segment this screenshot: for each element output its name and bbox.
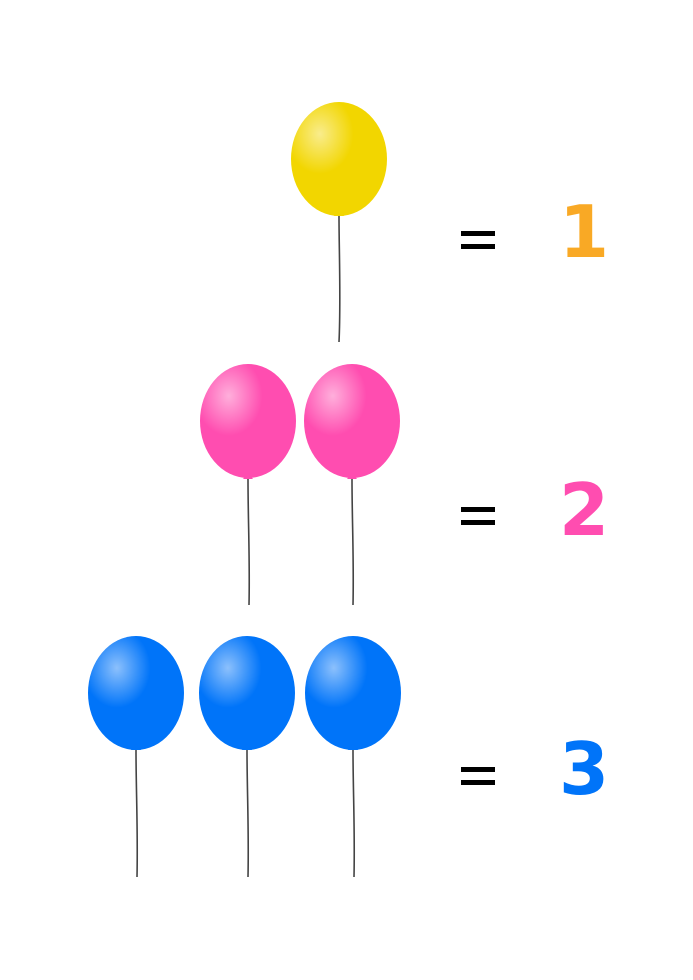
number-row-2: 2	[558, 468, 610, 552]
balloon-string	[246, 749, 250, 878]
row-2-balloon-2	[304, 364, 400, 606]
row-2-balloon-1	[200, 364, 296, 606]
balloon-string	[351, 478, 355, 606]
balloon-string	[135, 749, 139, 878]
row-3-balloon-1	[88, 636, 184, 878]
row-1-balloon-1	[291, 102, 387, 343]
balloon-string	[247, 478, 251, 606]
row-3-balloon-3	[305, 636, 401, 878]
row-3-balloon-2	[199, 636, 295, 878]
equals-sign-row-3	[461, 758, 505, 798]
number-row-1: 1	[558, 190, 610, 274]
equals-sign-row-2	[461, 498, 505, 538]
equals-sign-row-1	[461, 222, 505, 262]
number-row-3: 3	[558, 727, 610, 811]
balloon-string	[338, 215, 341, 343]
balloon-string	[352, 749, 356, 878]
